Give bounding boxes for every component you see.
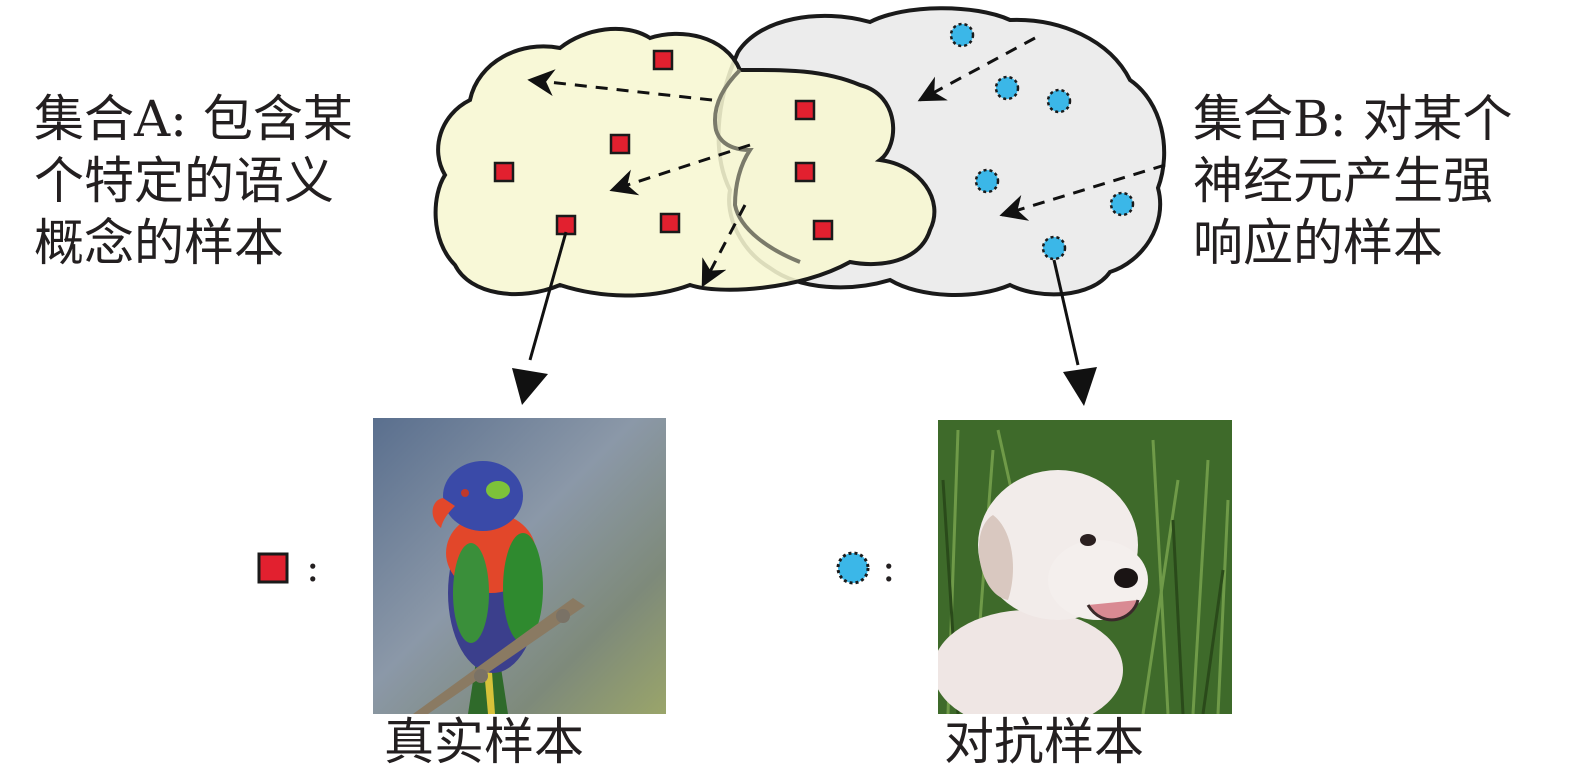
- legend-blue-circle: [836, 551, 870, 585]
- red-square-icon: [652, 49, 674, 71]
- solid-arrows: [512, 231, 1097, 406]
- set-a-line-1: 集合A: 包含某: [34, 90, 353, 148]
- red-square-icon: [555, 214, 577, 236]
- set-b-line-2: 神经元产生强: [1193, 152, 1493, 210]
- set-b-line-3: 响应的样本: [1193, 214, 1443, 272]
- blue-circle-icon: [974, 168, 1000, 194]
- red-square-icon: [609, 133, 631, 155]
- dog-photo: [938, 420, 1232, 714]
- set-a-label: 集合A: 包含某 个特定的语义 概念的样本: [34, 88, 353, 274]
- red-square-icon: [493, 161, 515, 183]
- red-square-icon: [812, 219, 834, 241]
- set-a-line-2: 个特定的语义: [34, 152, 334, 210]
- red-square-markers: [493, 49, 834, 241]
- blue-circle-icon: [836, 551, 870, 585]
- legend-blue-colon: :: [882, 545, 896, 591]
- parrot-photo: [373, 418, 666, 714]
- blue-circle-icon: [994, 75, 1020, 101]
- blue-circle-icon: [1041, 235, 1067, 261]
- blue-circle-markers: [949, 22, 1135, 261]
- blue-circle-icon: [1109, 191, 1135, 217]
- blue-circle-icon: [949, 22, 975, 48]
- set-b-line-1: 集合B: 对某个: [1193, 90, 1513, 148]
- set-b-label: 集合B: 对某个 神经元产生强 响应的样本: [1193, 88, 1512, 274]
- caption-real-sample: 真实样本: [384, 713, 584, 771]
- caption-adversarial-sample: 对抗样本: [944, 713, 1144, 771]
- dashed-arrows-b: [917, 36, 1166, 221]
- red-square-icon: [659, 212, 681, 234]
- legend-red-square: [257, 552, 289, 584]
- dashed-arrows-a: [527, 69, 751, 288]
- legend-red-colon: :: [306, 545, 320, 591]
- set-a-line-3: 概念的样本: [34, 214, 284, 272]
- red-square-icon: [257, 552, 289, 584]
- red-square-icon: [794, 161, 816, 183]
- blue-circle-icon: [1046, 88, 1072, 114]
- red-square-icon: [794, 99, 816, 121]
- overlap-outline: [713, 68, 801, 264]
